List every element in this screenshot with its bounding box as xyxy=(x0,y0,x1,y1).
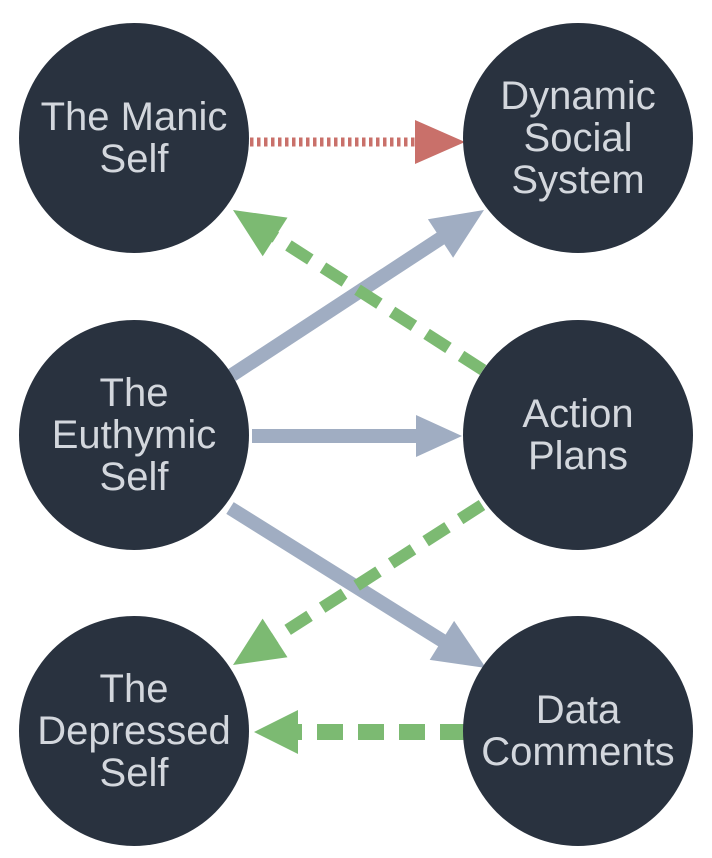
node-euthymic-self-circle xyxy=(19,320,249,550)
node-dynamic-social-system-label-line: Social xyxy=(524,116,633,160)
nodes-layer: The ManicSelfDynamicSocialSystemTheEuthy… xyxy=(19,23,693,846)
node-dynamic-social-system-circle xyxy=(463,23,693,253)
node-depressed-self-label-line: Self xyxy=(100,751,170,795)
node-dynamic-social-system-label-line: System xyxy=(511,158,644,202)
edge-action-to-manic xyxy=(233,210,487,376)
node-euthymic-self-label-line: Self xyxy=(100,455,170,499)
edge-euthymic-to-action-arrowhead xyxy=(416,415,462,457)
edge-euthymic-to-social-arrowhead xyxy=(427,210,484,258)
node-action-plans-label-line: Action xyxy=(522,392,633,436)
node-data-comments-circle xyxy=(463,616,693,846)
node-dynamic-social-system-label-line: Dynamic xyxy=(500,74,656,118)
edge-data-to-depressed-arrowhead xyxy=(254,710,298,754)
edge-euthymic-to-action xyxy=(252,415,462,457)
edge-euthymic-to-social xyxy=(228,210,484,381)
node-euthymic-self-label-line: The xyxy=(100,371,169,415)
node-depressed-self-circle xyxy=(19,616,249,846)
edge-manic-to-social-arrowhead xyxy=(415,120,465,164)
edge-data-to-depressed xyxy=(254,710,466,754)
node-manic-self-label-line: Self xyxy=(100,137,170,181)
node-manic-self-label-line: The Manic xyxy=(41,95,228,139)
edge-action-to-manic-shaft xyxy=(270,230,487,376)
node-depressed-self-label-line: The xyxy=(100,667,169,711)
edge-action-to-manic-arrowhead xyxy=(233,210,288,257)
edges-layer xyxy=(226,120,487,754)
edge-manic-to-social xyxy=(250,120,465,164)
node-action-plans-label-line: Plans xyxy=(528,434,628,478)
node-data-comments-label-line: Comments xyxy=(481,730,674,774)
edge-euthymic-to-data-arrowhead xyxy=(429,620,486,668)
node-depressed-self-label-line: Depressed xyxy=(37,709,230,753)
node-euthymic-self-label-line: Euthymic xyxy=(52,413,217,457)
edge-euthymic-to-social-shaft xyxy=(228,231,447,381)
edge-euthymic-to-data xyxy=(226,502,486,668)
node-manic-self-circle xyxy=(19,23,249,253)
edge-euthymic-to-data-shaft xyxy=(226,502,448,648)
edge-action-to-depressed-arrowhead xyxy=(233,618,288,665)
edge-action-to-depressed xyxy=(233,499,486,665)
node-action-plans-circle xyxy=(463,320,693,550)
node-data-comments-label-line: Data xyxy=(536,688,621,732)
edge-action-to-depressed-shaft xyxy=(270,499,486,645)
